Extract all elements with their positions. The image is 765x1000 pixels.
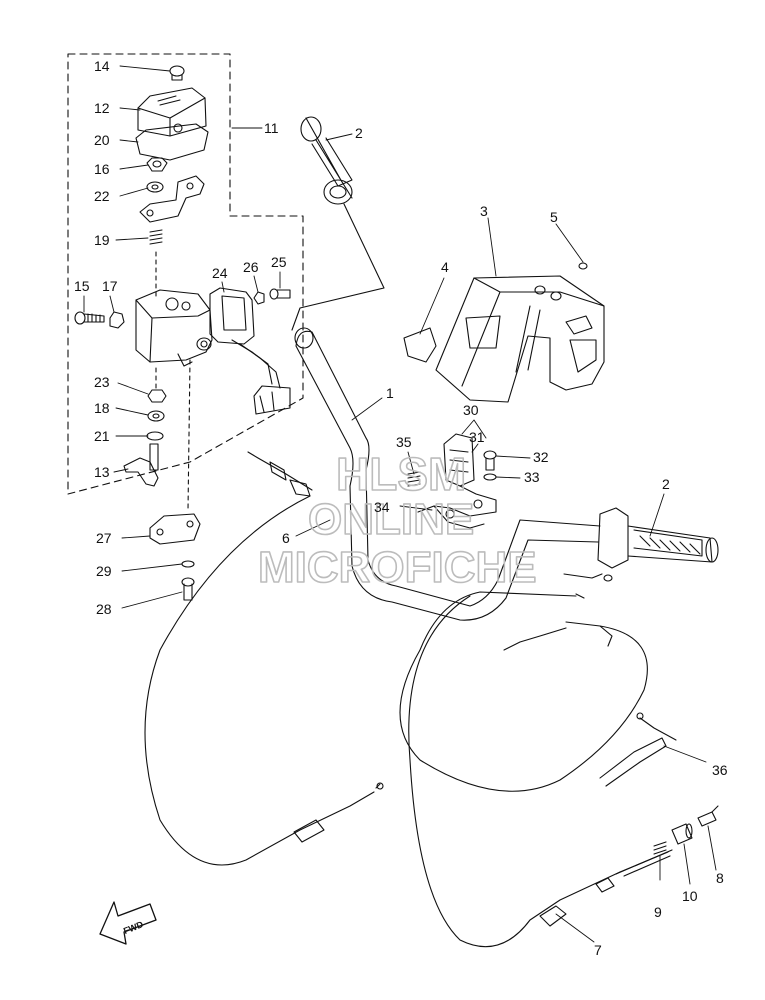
washer-18	[147, 410, 165, 422]
callout-6: 6	[282, 530, 290, 546]
callout-24: 24	[212, 265, 228, 281]
callout-20: 20	[94, 132, 110, 148]
handlebar-cover	[435, 275, 605, 403]
callout-7: 7	[594, 942, 602, 958]
screw-14	[169, 65, 185, 81]
cable-7	[408, 595, 673, 948]
callout-8: 8	[716, 870, 724, 886]
callout-11: 11	[264, 120, 279, 136]
callout-36: 36	[712, 762, 728, 778]
watermark-line3: MICROFICHE	[258, 543, 537, 592]
callout-1: 1	[386, 385, 394, 401]
screw-32	[483, 450, 497, 471]
switch-housing	[135, 289, 213, 367]
spring-9	[653, 841, 667, 855]
callout-3: 3	[480, 203, 488, 219]
callout-labels: 14 12 20 16 22 19 15 17 23 18 21 13 27 2…	[74, 58, 728, 958]
handlebar	[294, 327, 601, 621]
callout-29: 29	[96, 563, 112, 579]
callout-33: 33	[524, 469, 540, 485]
callout-28: 28	[96, 601, 112, 617]
screw-28	[181, 577, 195, 601]
bracket-plate	[139, 175, 205, 223]
nut-17	[109, 311, 125, 329]
watermark: HLSM ONLINE MICROFICHE	[257, 447, 537, 593]
callout-2-right: 2	[662, 476, 670, 492]
callout-17: 17	[102, 278, 118, 294]
callout-22: 22	[94, 188, 110, 204]
callout-12: 12	[94, 100, 110, 116]
grip-left	[300, 116, 353, 205]
nut-23	[147, 389, 167, 403]
washer-22	[146, 181, 164, 193]
callout-21: 21	[94, 428, 110, 444]
callout-32: 32	[533, 449, 549, 465]
bolt-25	[269, 288, 291, 300]
gasket-20	[135, 123, 209, 161]
watermark-line2: ONLINE	[308, 495, 474, 544]
callout-4: 4	[441, 259, 449, 275]
washer-29	[181, 560, 195, 568]
cable-36	[399, 591, 677, 792]
switch-24	[209, 287, 291, 415]
callout-30: 30	[463, 402, 479, 418]
grip-left-axis	[291, 203, 385, 331]
callout-25: 25	[271, 254, 287, 270]
callout-2-top: 2	[355, 125, 363, 141]
cable-6	[144, 451, 384, 866]
cable-end-top	[563, 573, 613, 582]
callout-13: 13	[94, 464, 110, 480]
cover-trim-4	[403, 327, 437, 363]
fwd-arrow: FWD	[99, 901, 157, 945]
throttle-assembly	[417, 433, 497, 529]
callout-19: 19	[94, 232, 110, 248]
clip-8	[697, 805, 719, 827]
callout-27: 27	[96, 530, 112, 546]
callout-35: 35	[396, 434, 412, 450]
callout-23: 23	[94, 374, 110, 390]
callout-14: 14	[94, 58, 110, 74]
callout-34: 34	[374, 499, 390, 515]
leader-lines	[83, 65, 717, 943]
callout-26: 26	[243, 259, 259, 275]
watermark-line1: HLSM	[336, 448, 466, 500]
lever-13	[123, 443, 159, 487]
nut-16	[146, 157, 168, 172]
switch-cover-12	[137, 87, 207, 137]
oring-21	[146, 431, 164, 441]
fwd-label: FWD	[122, 919, 145, 936]
callout-10: 10	[682, 888, 698, 904]
washer-33	[483, 473, 497, 481]
callout-5: 5	[550, 209, 558, 225]
grip-right	[597, 507, 719, 569]
callout-18: 18	[94, 400, 110, 416]
clip-5	[578, 262, 588, 270]
callout-9: 9	[654, 904, 662, 920]
nut-26	[253, 291, 265, 305]
bolt-15	[74, 311, 105, 325]
clamp-27	[149, 513, 201, 545]
housing-clamp-axis	[187, 359, 191, 511]
sleeve-10	[671, 823, 693, 845]
callout-15: 15	[74, 278, 90, 294]
callout-16: 16	[94, 161, 110, 177]
callout-31: 31	[469, 429, 485, 445]
